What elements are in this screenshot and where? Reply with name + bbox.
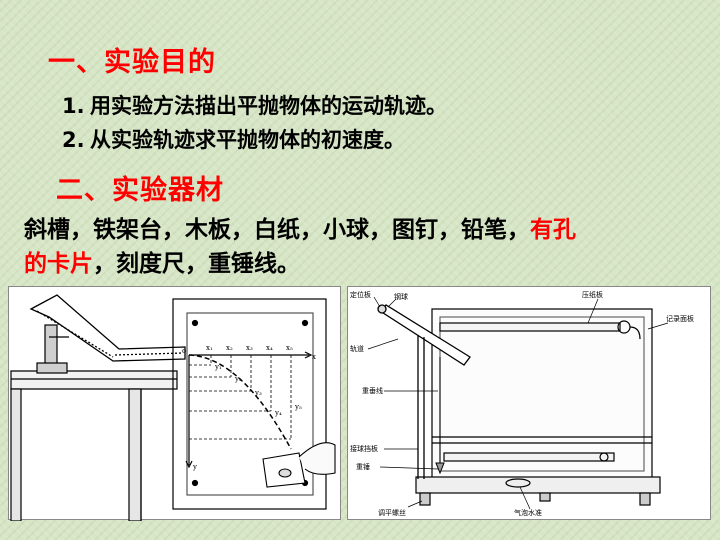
apparatus-figure: 定位板 钢球 轨道 重垂线 接球挡板 重锤 调平螺丝 气泡水准 压纸板 记录面板 <box>347 286 711 520</box>
label-steel-ball: 钢球 <box>394 292 408 301</box>
section-heading-objective: 一、实验目的 <box>48 47 216 78</box>
y-tick-label: y₂ <box>234 375 242 383</box>
card-illustration <box>262 442 336 488</box>
apparatus-drawing: 定位板 钢球 轨道 重垂线 接球挡板 重锤 调平螺丝 气泡水准 压纸板 记录面板 <box>350 290 694 517</box>
materials-highlight: 有孔 <box>530 217 576 243</box>
chute-illustration <box>29 294 186 362</box>
y-tick-label: y₁ <box>214 363 222 371</box>
y-tick-label: y₅ <box>294 403 302 411</box>
iron-stand-illustration <box>36 324 69 374</box>
x-tick-label: x₁ <box>206 344 213 352</box>
coordinate-axes <box>185 351 313 469</box>
section-heading-materials: 二、实验器材 <box>56 175 224 206</box>
objective-text: 从实验轨迹求平抛物体的初速度。 <box>90 128 405 152</box>
x-tick-label: x₃ <box>246 344 253 352</box>
label-weight: 重锤 <box>356 462 370 471</box>
x-tick-label: x₂ <box>226 344 233 352</box>
label-plumb-line: 重垂线 <box>362 386 383 395</box>
x-axis-label: x <box>312 353 316 361</box>
y-tick-label: y₄ <box>274 409 282 417</box>
x-tick-label: x₄ <box>266 344 273 352</box>
objective-item-2: 2.从实验轨迹求平抛物体的初速度。 <box>62 124 405 154</box>
materials-highlight: 的卡片 <box>24 251 93 277</box>
projectile-setup-drawing: o x y x₁ x₂ x₃ x₄ x₅ y₁ y₂ y₃ y₄ y₅ <box>10 294 336 521</box>
track-illustration <box>377 304 471 479</box>
label-ball-catcher: 接球挡板 <box>350 444 378 453</box>
grid-guides <box>189 355 292 440</box>
projectile-setup-figure: o x y x₁ x₂ x₃ x₄ x₅ y₁ y₂ y₃ y₄ y₅ <box>8 286 341 521</box>
materials-line-1: 斜槽，铁架台，木板，白纸，小球，图钉，铅笔，有孔 <box>24 210 576 244</box>
board-illustration <box>172 298 327 510</box>
materials-text: 斜槽，铁架台，木板，白纸，小球，图钉，铅笔， <box>24 217 530 243</box>
label-track: 轨道 <box>350 344 364 353</box>
label-pressure-plate: 压纸板 <box>582 290 603 299</box>
table-illustration <box>10 370 178 521</box>
y-tick-label: y₃ <box>254 389 262 397</box>
apparatus-frame <box>415 308 661 506</box>
leader-lines <box>367 296 669 510</box>
materials-text: ，刻度尺，重锤线。 <box>93 251 300 277</box>
objective-item-1: 1.用实验方法描出平抛物体的运动轨迹。 <box>62 90 447 120</box>
y-axis-label: y <box>192 463 197 471</box>
objective-text: 用实验方法描出平抛物体的运动轨迹。 <box>90 94 447 118</box>
label-bubble-level: 气泡水准 <box>514 508 542 517</box>
objective-number: 1. <box>62 94 85 118</box>
label-recording-board: 记录面板 <box>666 314 694 323</box>
plumb-line-illustration <box>435 357 445 475</box>
x-tick-label: x₅ <box>286 344 293 352</box>
objective-number: 2. <box>62 128 85 152</box>
label-leveling-screw: 调平螺丝 <box>378 508 406 517</box>
trajectory-curve <box>188 354 292 450</box>
origin-label: o <box>182 347 186 355</box>
label-positioning-plate: 定位板 <box>350 290 371 299</box>
materials-line-2: 的卡片，刻度尺，重锤线。 <box>24 244 300 278</box>
